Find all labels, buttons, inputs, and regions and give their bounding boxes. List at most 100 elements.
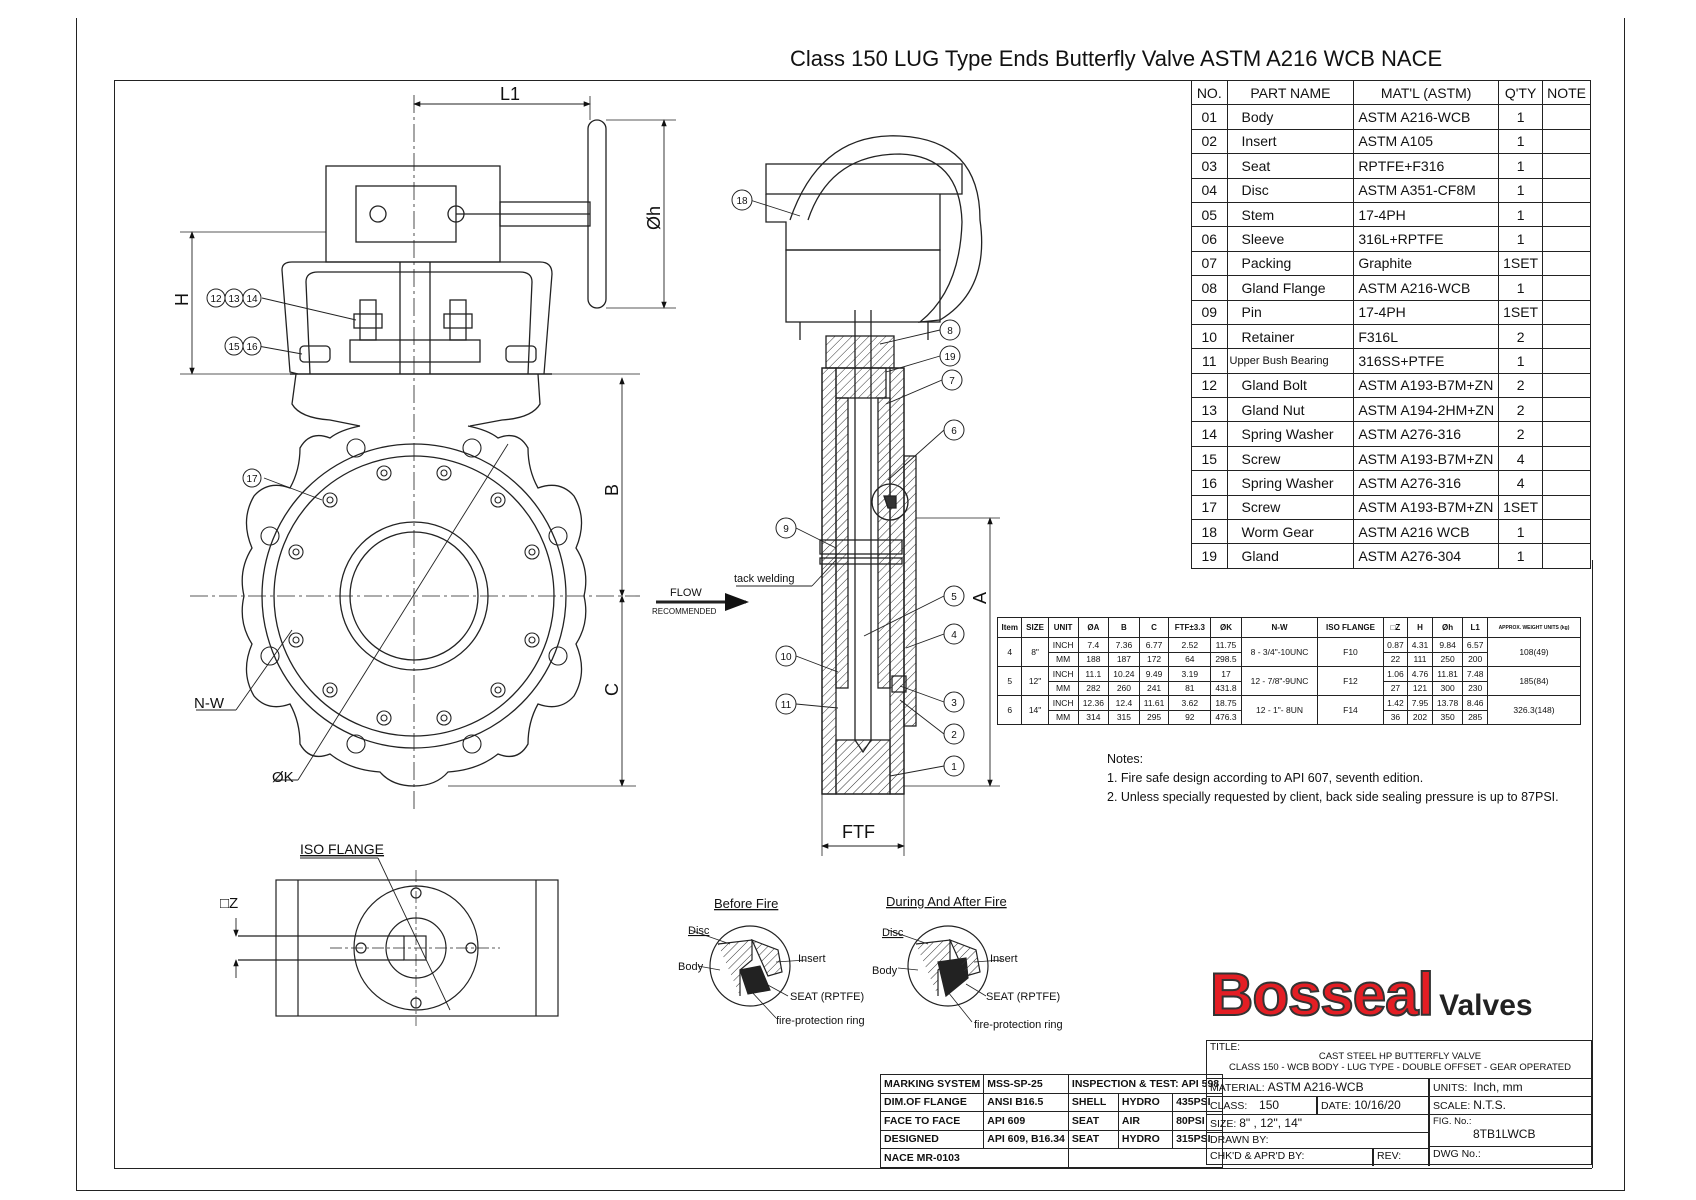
dim-cell: 9.49	[1138, 666, 1170, 682]
part-note	[1542, 445, 1591, 472]
part-no: 03	[1191, 153, 1228, 179]
part-qty: 2	[1498, 421, 1544, 447]
part-material: ASTM A194-2HM+ZN	[1353, 397, 1500, 423]
tb-size-label: SIZE:	[1210, 1118, 1237, 1130]
part-no: 19	[1191, 543, 1228, 569]
tb-drawn: DRAWN BY:	[1207, 1133, 1429, 1149]
part-note	[1542, 153, 1591, 179]
dim-cell: 3.62	[1168, 695, 1212, 711]
frame-bottom	[76, 1190, 1625, 1191]
tb-material-value: ASTM A216-WCB	[1267, 1080, 1364, 1094]
dim-header: H	[1407, 617, 1433, 638]
dim-cell: 81	[1168, 680, 1212, 696]
dim-header: UNIT	[1047, 617, 1079, 638]
dim-cell: 1.42	[1382, 695, 1409, 711]
part-material: 316SS+PTFE	[1353, 348, 1500, 374]
part-name: Screw	[1226, 445, 1355, 472]
dim-cell: 7.4	[1077, 637, 1110, 653]
balloon-9: 9	[783, 524, 789, 535]
balloon-14: 14	[246, 294, 258, 305]
dim-header: Item	[996, 617, 1023, 638]
dim-cell: 6.57	[1462, 637, 1488, 653]
part-note	[1542, 397, 1591, 423]
dim-cell: 11.1	[1077, 666, 1110, 682]
note-2: 2. Unless specially requested by client,…	[1107, 790, 1559, 804]
part-qty: 1	[1498, 519, 1544, 545]
dim-cell: 7.36	[1108, 637, 1140, 653]
part-note	[1542, 323, 1591, 350]
part-material: 17-4PH	[1353, 201, 1500, 228]
dim-cell: 230	[1462, 680, 1488, 696]
part-material: ASTM A216-WCB	[1353, 104, 1500, 130]
part-name: Gland Nut	[1226, 397, 1355, 423]
notes-heading: Notes:	[1107, 752, 1144, 766]
dim-cell: 12 - 1"- 8UN	[1240, 695, 1319, 725]
dim-cell: 12.36	[1077, 695, 1110, 711]
tb-scale-value: N.T.S.	[1473, 1098, 1506, 1112]
dim-cell: 11.61	[1138, 695, 1170, 711]
part-name: Disc	[1226, 177, 1355, 203]
label-iso-flange: ISO FLANGE	[300, 841, 384, 857]
info-cell: ANSI B16.5	[983, 1092, 1069, 1112]
tb-title-line1: CAST STEEL HP BUTTERFLY VALVE	[1318, 1051, 1482, 1062]
part-material: ASTM A193-B7M+ZN	[1353, 445, 1500, 472]
part-material: ASTM A351-CF8M	[1353, 177, 1500, 203]
dim-cell: 241	[1138, 680, 1170, 696]
part-qty: 2	[1498, 372, 1544, 399]
part-note	[1542, 226, 1591, 252]
info-cell: MARKING SYSTEM	[879, 1074, 985, 1094]
part-no: 05	[1191, 201, 1228, 228]
part-note	[1542, 372, 1591, 399]
info-cell: SEAT	[1067, 1111, 1119, 1131]
dim-cell: 27	[1382, 680, 1409, 696]
part-name: Worm Gear	[1226, 519, 1355, 545]
dim-cell: 4.31	[1407, 637, 1433, 653]
parts-header-row: NO. PART NAME MAT'L (ASTM) Q'TY NOTE	[1191, 79, 1591, 106]
after-seat: SEAT (RPTFE)	[986, 991, 1060, 1003]
dim-header: L1	[1462, 617, 1488, 638]
drawing-title: Class 150 LUG Type Ends Butterfly Valve …	[790, 46, 1443, 71]
dim-cell: 18.75	[1210, 695, 1242, 711]
dim-cell: 12"	[1021, 666, 1049, 696]
section-balloons	[731, 189, 965, 777]
part-qty: 1	[1498, 201, 1544, 228]
part-note	[1542, 275, 1591, 301]
dim-header: ØA	[1077, 617, 1110, 638]
brand-sub: Valves	[1439, 989, 1533, 1022]
part-no: 18	[1191, 519, 1228, 545]
info-cell: HYDRO	[1117, 1129, 1174, 1149]
dim-cell: 11.81	[1431, 666, 1464, 682]
part-no: 11	[1191, 348, 1228, 374]
part-no: 04	[1191, 177, 1228, 203]
before-ring: fire-protection ring	[776, 1015, 865, 1027]
part-material: ASTM A105	[1353, 128, 1500, 155]
part-note	[1542, 177, 1591, 203]
front-view	[180, 95, 676, 810]
tb-material: MATERIAL: ASTM A216-WCB	[1207, 1079, 1429, 1097]
tb-fig-value: 8TB1LWCB	[1473, 1127, 1536, 1141]
part-qty: 1	[1498, 128, 1544, 155]
tb-class-value: 150	[1259, 1098, 1280, 1112]
dim-cell: F12	[1317, 666, 1384, 696]
fire-detail-before	[689, 925, 807, 1019]
notes: Notes: 1. Fire safe design according to …	[1107, 750, 1577, 807]
dim-cell: 200	[1462, 651, 1488, 667]
after-ring: fire-protection ring	[974, 1019, 1063, 1031]
parts-header-note: NOTE	[1542, 79, 1591, 106]
part-material: F316L	[1353, 323, 1500, 350]
tb-title-cell: TITLE: CAST STEEL HP BUTTERFLY VALVE CLA…	[1207, 1041, 1593, 1079]
info-cell: DESIGNED	[879, 1129, 985, 1149]
balloon-13: 13	[228, 294, 240, 305]
